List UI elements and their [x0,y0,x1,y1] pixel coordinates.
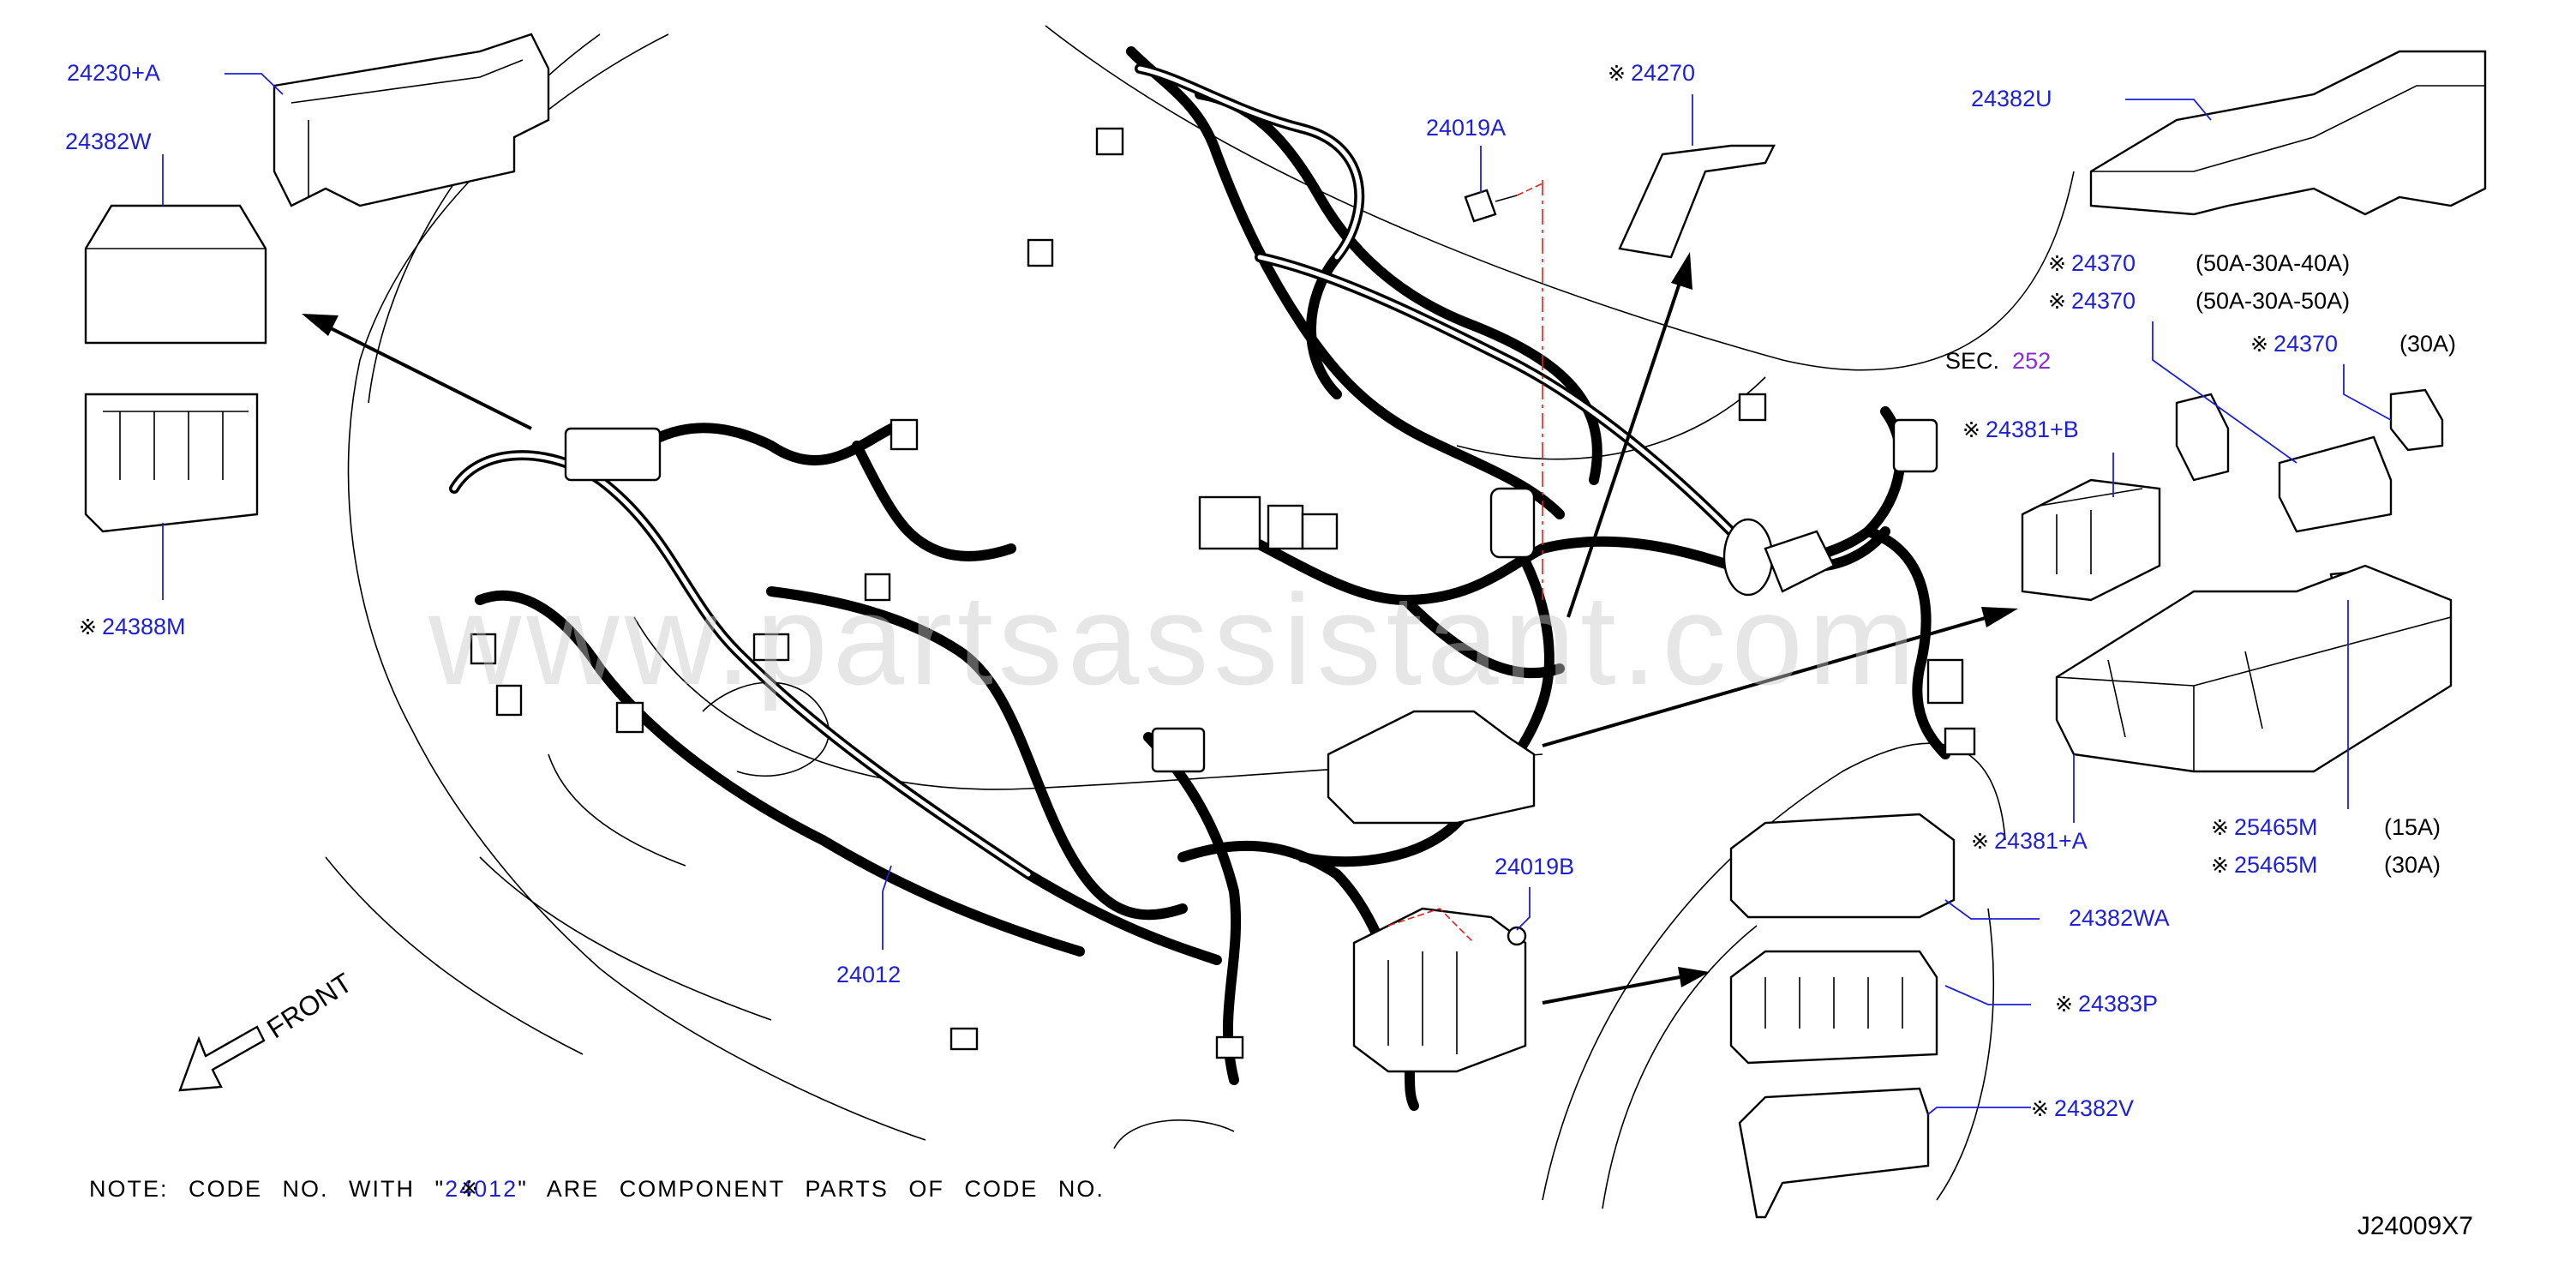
left-fuse-block [84,33,550,533]
label-24388M-number: 24388M [101,614,186,639]
label-24370-c[interactable]: ※24370 [2250,331,2338,357]
label-24012[interactable]: 24012 [836,962,902,987]
label-24370-b-number: 24370 [2070,288,2136,314]
component-mark-icon: ※ [460,1177,481,1201]
component-mark-icon: ※ [2211,854,2229,878]
component-mark-icon: ※ [2031,1097,2049,1121]
spec-24370-b: (50A-30A-50A) [2196,288,2351,314]
label-24382WA[interactable]: 24382WA [2069,905,2170,931]
label-24383P-number: 24383P [2077,991,2159,1017]
label-24381B-number: 24381+B [1985,417,2079,442]
label-24381B[interactable]: ※24381+B [1962,417,2079,443]
label-24381A[interactable]: ※24381+A [1971,828,2088,855]
component-mark-icon: ※ [2048,252,2066,276]
component-mark-icon: ※ [1971,830,1989,854]
label-24381A-number: 24381+A [1993,828,2088,854]
note-prefix: NOTE: CODE NO. WITH " [89,1176,446,1202]
bolt-and-bracket [1464,144,1776,600]
note-suffix: " ARE COMPONENT PARTS OF CODE NO. [518,1176,1105,1202]
label-24382V-number: 24382V [2053,1095,2135,1121]
relays-and-fuses [2021,388,2444,602]
section-reference[interactable]: SEC. 252 [1945,348,2051,374]
label-25465M-b-number: 25465M [2233,852,2318,878]
central-fuse-box [1327,710,1536,1073]
label-24370-a-number: 24370 [2070,250,2136,276]
component-mark-icon: ※ [1962,418,1980,442]
label-24270-number: 24270 [1630,60,1696,86]
label-24019A[interactable]: 24019A [1426,115,1507,141]
label-25465M-a-number: 25465M [2233,814,2318,840]
note-code: ※24012 [445,1176,518,1202]
label-24370-b[interactable]: ※24370 [2048,288,2136,315]
component-mark-icon: ※ [2055,993,2073,1017]
label-25465M-a[interactable]: ※25465M [2211,814,2318,841]
label-25465M-b[interactable]: ※25465M [2211,852,2318,879]
component-mark-icon: ※ [2250,333,2268,357]
label-24270[interactable]: ※24270 [1608,60,1695,87]
label-24382V[interactable]: ※24382V [2031,1095,2134,1122]
label-24370-a[interactable]: ※24370 [2048,250,2136,277]
label-24383P[interactable]: ※24383P [2055,991,2158,1017]
footnote: NOTE: CODE NO. WITH "※24012" ARE COMPONE… [89,1176,1105,1203]
vehicle-body-outline [325,25,2075,1209]
spec-25465M-b: (30A) [2384,852,2441,878]
component-mark-icon: ※ [2211,816,2229,840]
label-24230A[interactable]: 24230+A [67,60,160,86]
watermark-text: www.partsassistant.com [428,567,1920,711]
front-arrow-icon [178,1025,266,1092]
fuse-relay-box-24381A [2055,564,2453,773]
leader-lines [162,73,2392,1115]
section-prefix: SEC. [1945,348,2000,374]
lower-fuse-block [1729,813,1956,1219]
note-code-number: 24012 [445,1176,518,1202]
label-24370-c-number: 24370 [2273,331,2339,357]
diagram-code: J24009X7 [2357,1212,2473,1240]
label-24388M[interactable]: ※24388M [79,614,186,640]
section-number: 252 [2012,348,2052,374]
spec-25465M-a: (15A) [2384,814,2441,840]
fuse-box-cover-24382U [2089,50,2487,216]
direction-arrows [302,252,2018,1005]
harness-connectors [470,127,1976,1059]
label-24382U[interactable]: 24382U [1971,86,2052,111]
spec-24370-c: (30A) [2399,331,2457,357]
spec-24370-a: (50A-30A-40A) [2196,250,2351,276]
label-24382W[interactable]: 24382W [65,129,152,154]
component-mark-icon: ※ [2048,290,2066,314]
label-24019B[interactable]: 24019B [1495,854,1575,879]
component-mark-icon: ※ [1608,62,1626,86]
component-mark-icon: ※ [79,615,97,639]
